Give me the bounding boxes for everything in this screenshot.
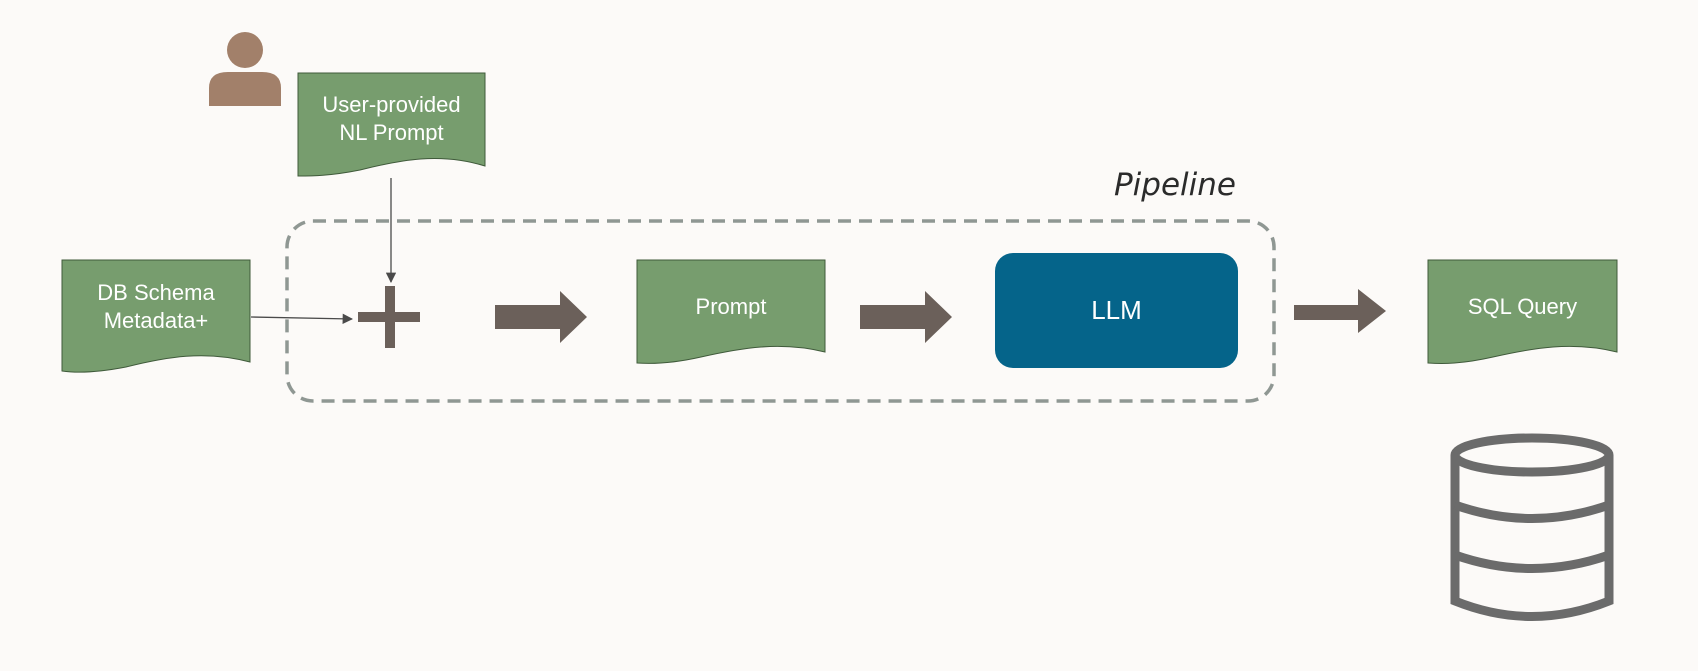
user-prompt-label: User-provided NL Prompt <box>322 92 461 145</box>
db-schema-label: DB Schema Metadata+ <box>97 280 215 333</box>
prompt-label: Prompt <box>695 294 767 319</box>
sql-query-label: SQL Query <box>1467 294 1578 319</box>
database-icon <box>1450 433 1614 621</box>
prompt-document-shape <box>636 259 826 364</box>
user-icon <box>209 32 281 106</box>
plus-icon <box>358 286 420 348</box>
llm-label: LLM <box>1091 295 1142 325</box>
user-prompt-document-shape <box>297 72 486 177</box>
arrow-plus-to-prompt <box>495 291 587 343</box>
db-schema-document-shape <box>61 259 251 373</box>
sql-query-document-shape <box>1427 259 1618 364</box>
pipeline-label: Pipeline <box>1113 167 1236 203</box>
pipeline-boundary <box>285 219 1276 403</box>
arrow-prompt-to-llm <box>860 291 952 343</box>
db-schema-connector <box>250 313 354 325</box>
arrow-llm-to-sql <box>1294 289 1386 333</box>
llm-box <box>995 253 1238 368</box>
